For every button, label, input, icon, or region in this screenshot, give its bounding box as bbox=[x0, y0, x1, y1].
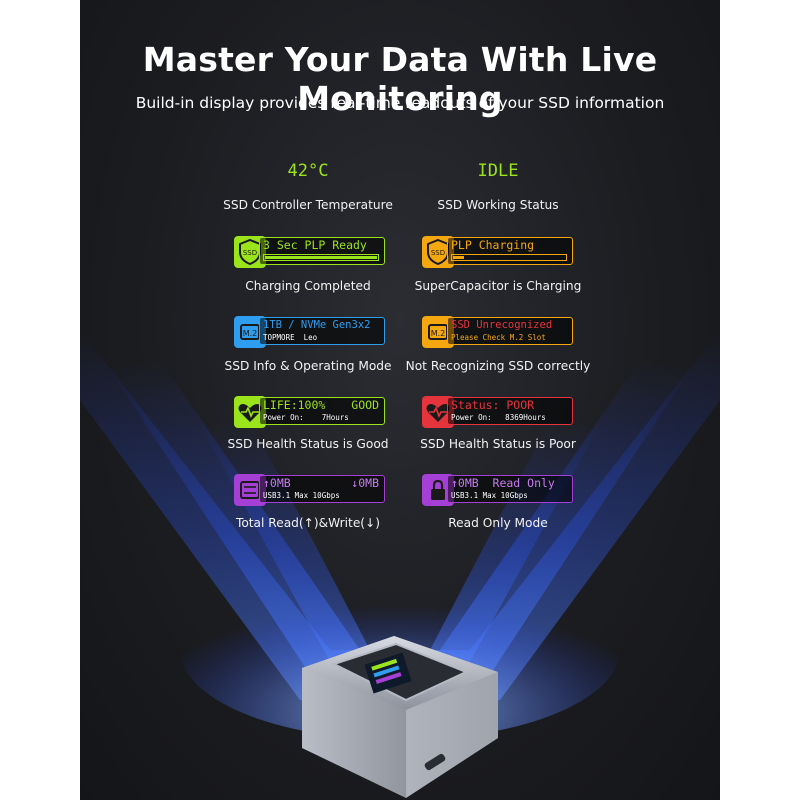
svg-text:SSD: SSD bbox=[243, 249, 257, 257]
caption-plp-ready: Charging Completed bbox=[245, 279, 371, 293]
ssd-enclosure-device bbox=[302, 636, 498, 798]
lcd-subtext: USB3.1 Max 10Gbps bbox=[451, 491, 528, 500]
lcd-text: ↑0MB bbox=[263, 476, 291, 490]
progress-bar bbox=[263, 254, 379, 261]
lcd-plp-charging: SSD PLP Charging bbox=[422, 236, 574, 268]
lcd-text: PLP Charging bbox=[451, 238, 535, 252]
lcd-subtext: Power On: 7Hours bbox=[263, 413, 349, 422]
caption-health-good: SSD Health Status is Good bbox=[227, 437, 389, 451]
temperature-caption: SSD Controller Temperature bbox=[223, 198, 393, 212]
lcd-read-only: ↑0MB Read Only USB3.1 Max 10Gbps bbox=[422, 474, 574, 506]
lcd-subtext: Power On: 8369Hours bbox=[451, 413, 546, 422]
lcd-subtext: Please Check M.2 Slot bbox=[451, 333, 546, 342]
page-title: Master Your Data With Live Monitoring bbox=[142, 40, 658, 118]
light-beams bbox=[80, 330, 720, 740]
lcd-health-good: LIFE:100% GOOD Power On: 7Hours bbox=[234, 396, 386, 428]
status-caption: SSD Working Status bbox=[437, 198, 559, 212]
page-subtitle: Build-in display provides real-time read… bbox=[135, 94, 665, 112]
lcd-text: 3 Sec PLP Ready bbox=[263, 238, 367, 252]
lcd-subtext: TOPMORE Leo bbox=[263, 333, 318, 342]
caption-plp-charging: SuperCapacitor is Charging bbox=[414, 279, 582, 293]
svg-text:M.2: M.2 bbox=[243, 329, 258, 338]
lcd-text: LIFE:100% bbox=[263, 398, 326, 412]
lcd-text: ↑0MB Read Only bbox=[451, 476, 555, 490]
caption-read-write: Total Read(↑)&Write(↓) bbox=[235, 516, 381, 530]
progress-bar bbox=[451, 254, 567, 261]
lcd-text: 1TB / NVMe Gen3x2 bbox=[263, 319, 371, 331]
temperature-readout: 42°C bbox=[287, 161, 329, 181]
lcd-text-right: GOOD bbox=[351, 398, 379, 412]
caption-unrecognized: Not Recognizing SSD correctly bbox=[405, 359, 591, 373]
caption-health-poor: SSD Health Status is Poor bbox=[420, 437, 576, 451]
caption-read-only: Read Only Mode bbox=[448, 516, 548, 530]
status-readout: IDLE bbox=[477, 161, 519, 181]
svg-text:SSD: SSD bbox=[431, 249, 445, 257]
svg-text:M.2: M.2 bbox=[431, 329, 446, 338]
promo-panel: Master Your Data With Live Monitoring Bu… bbox=[80, 0, 720, 800]
lcd-read-write: ↑0MB ↓0MB USB3.1 Max 10Gbps bbox=[234, 474, 386, 506]
lcd-text: SSD Unrecognized bbox=[451, 319, 553, 331]
lcd-subtext: USB3.1 Max 10Gbps bbox=[263, 491, 340, 500]
lcd-health-poor: Status: POOR Power On: 8369Hours bbox=[422, 396, 574, 428]
lcd-text: Status: POOR bbox=[451, 398, 535, 412]
lcd-unrecognized: M.2 SSD Unrecognized Please Check M.2 Sl… bbox=[422, 316, 574, 348]
caption-ssd-info: SSD Info & Operating Mode bbox=[224, 359, 392, 373]
lcd-ssd-info: M.2 1TB / NVMe Gen3x2 TOPMORE Leo bbox=[234, 316, 386, 348]
lcd-text-right: ↓0MB bbox=[351, 476, 379, 490]
lcd-plp-ready: SSD 3 Sec PLP Ready bbox=[234, 236, 386, 268]
